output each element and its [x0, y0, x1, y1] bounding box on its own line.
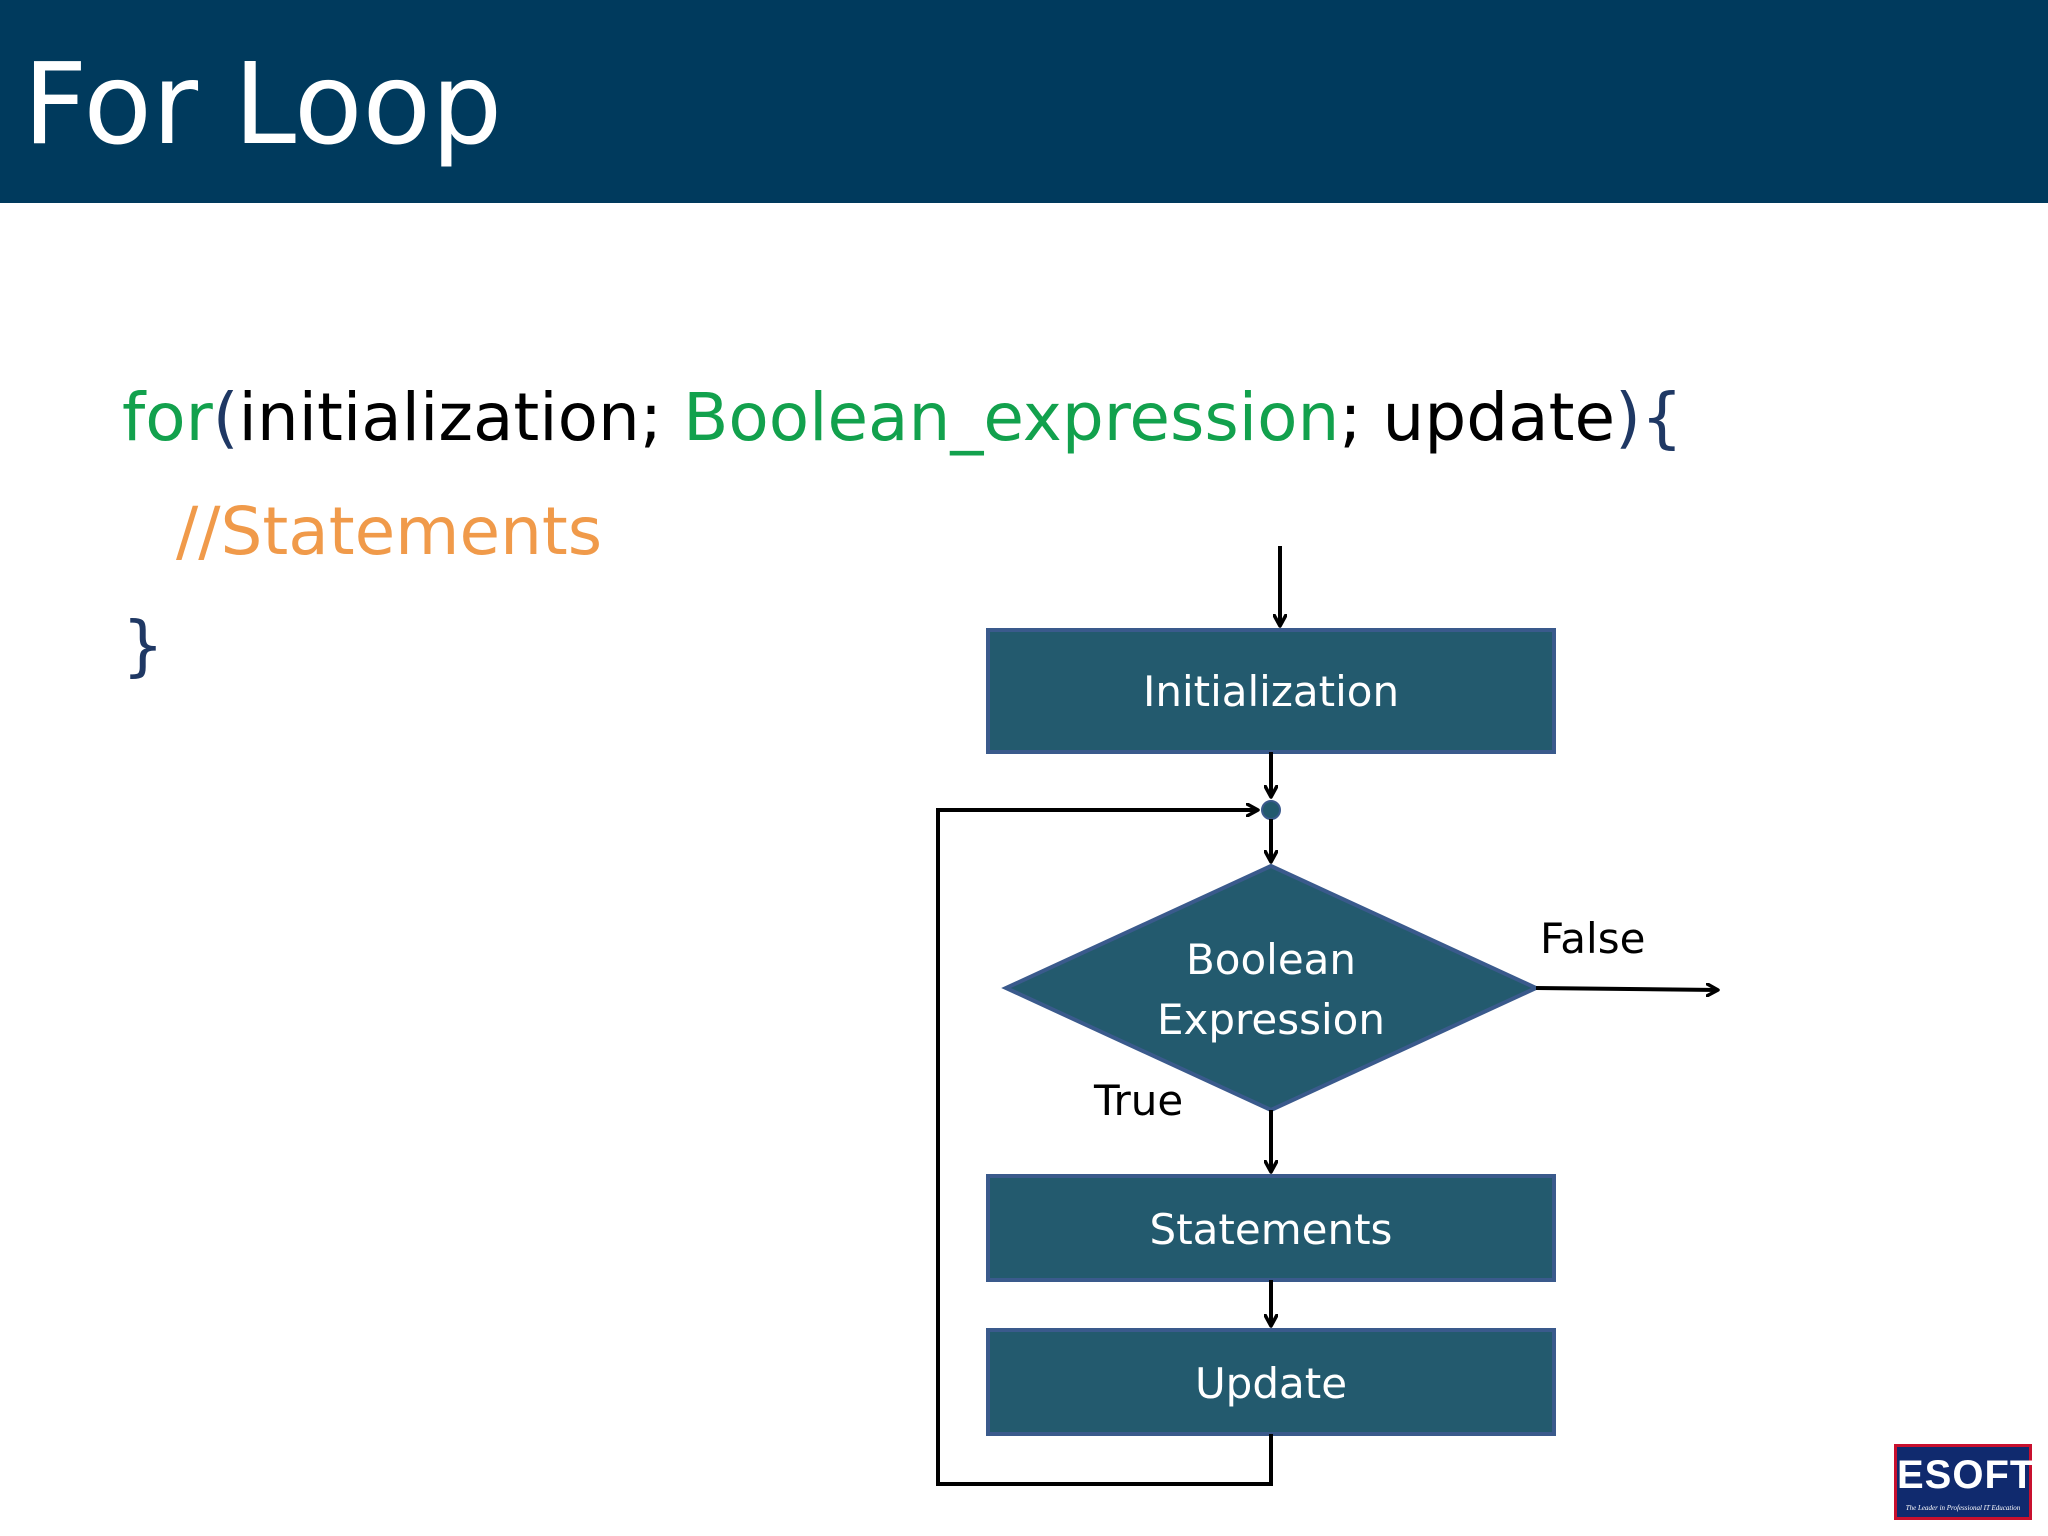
true-label: True: [1093, 1076, 1183, 1125]
update-label: Update: [1195, 1359, 1347, 1408]
code-initialization: initialization;: [238, 379, 684, 456]
code-open-brace: {: [1640, 379, 1683, 456]
esoft-logo: ESOFT The Leader in Professional IT Educ…: [1894, 1444, 2036, 1520]
boolean-expression-diamond: [1001, 863, 1541, 1113]
initialization-label: Initialization: [1143, 667, 1399, 716]
junction-dot: [1261, 800, 1281, 820]
code-boolean-expression: Boolean_expression: [683, 379, 1340, 456]
update-box: [986, 1328, 1556, 1436]
logo-text: ESOFT: [1897, 1453, 2036, 1497]
loop-back-arrow: [936, 810, 1273, 1486]
code-keyword-for: for: [122, 379, 213, 456]
statements-box: [986, 1174, 1556, 1282]
false-label: False: [1540, 914, 1645, 963]
code-comment-statements: //Statements: [176, 493, 603, 570]
code-line-for: for(initialization; Boolean_expression; …: [122, 378, 1683, 458]
slide-header: For Loop: [0, 0, 2048, 203]
code-close-brace: }: [122, 607, 164, 684]
initialization-box: [986, 628, 1556, 754]
boolean-label-line1: Boolean: [1186, 935, 1356, 984]
code-open-paren: (: [212, 379, 239, 456]
code-update: ; update: [1339, 379, 1616, 456]
false-branch-arrow: [1535, 988, 1718, 990]
code-close-paren: ): [1615, 379, 1641, 456]
slide-title: For Loop: [23, 40, 503, 170]
boolean-label-line2: Expression: [1157, 995, 1385, 1044]
statements-label: Statements: [1150, 1205, 1393, 1254]
logo-tagline: The Leader in Professional IT Education: [1905, 1504, 2021, 1512]
